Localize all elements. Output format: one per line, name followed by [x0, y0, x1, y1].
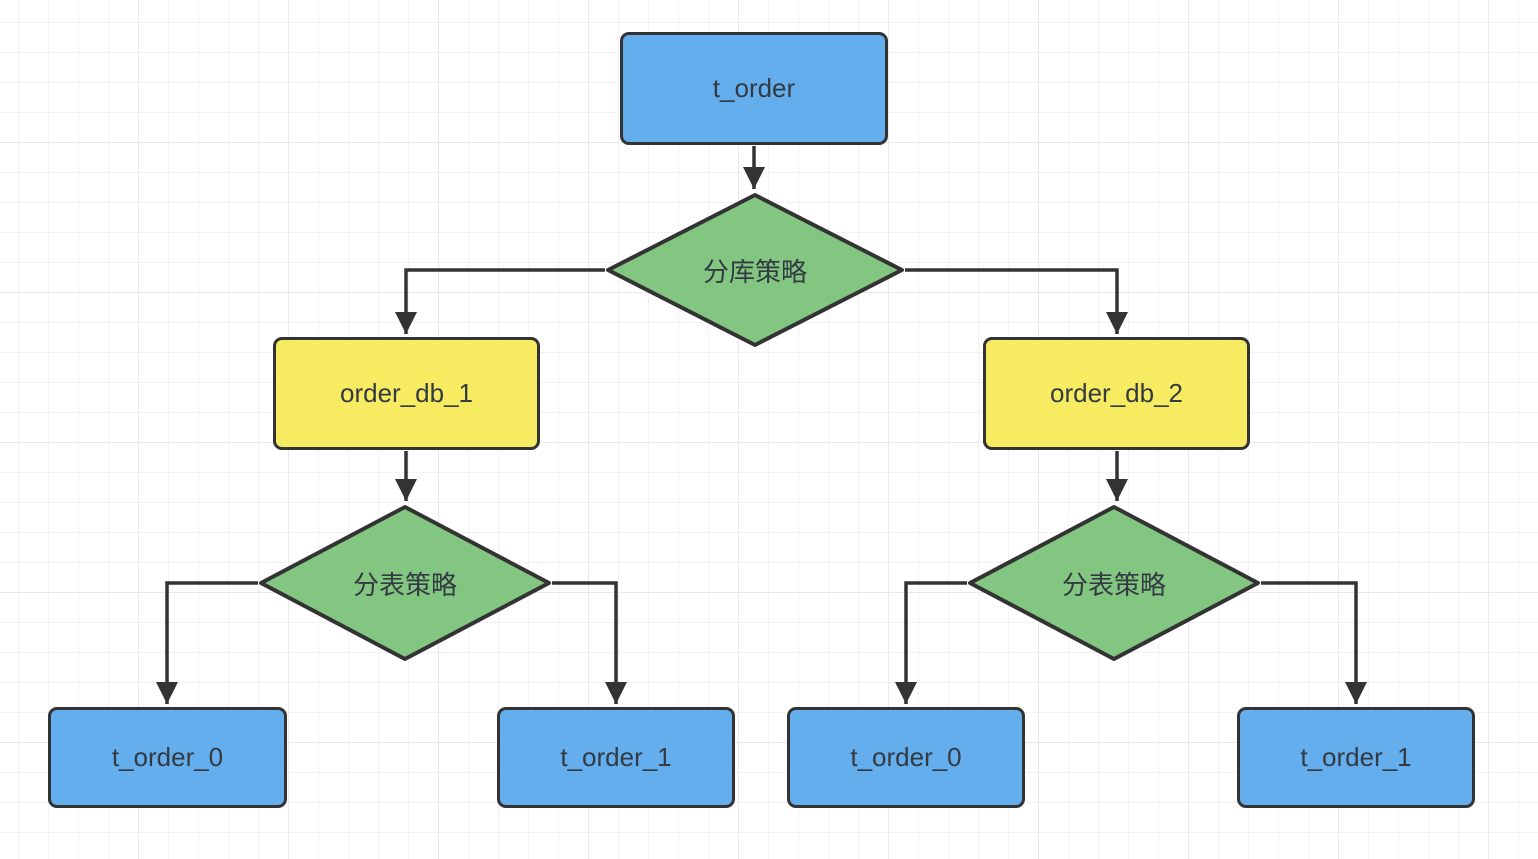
- node-db1-t-order-1[interactable]: t_order_1: [497, 707, 735, 808]
- connector-table-strategy-2-to-t-order-1: [1261, 581, 1367, 704]
- node-db2-t-order-0[interactable]: t_order_0: [787, 707, 1025, 808]
- connector-table-strategy-2-to-t-order-0: [895, 581, 967, 704]
- node-table-strategy-1-label: 分表策略: [352, 569, 457, 600]
- connector-db-strategy-to-order-db-2: [905, 268, 1128, 334]
- node-db2-t-order-1[interactable]: t_order_1: [1237, 707, 1475, 808]
- diamond-shape: [968, 505, 1260, 661]
- node-db1-t-order-0-label: t_order_0: [111, 742, 224, 772]
- diamond-shape: [259, 505, 551, 661]
- node-t-order[interactable]: t_order: [620, 32, 888, 145]
- node-db-sharding-strategy[interactable]: 分库策略: [605, 192, 905, 348]
- diamond-shape: [606, 193, 904, 347]
- connector-db-strategy-to-order-db-1: [395, 268, 605, 334]
- node-db2-t-order-1-label: t_order_1: [1300, 742, 1412, 772]
- node-table-strategy-2-label: 分表策略: [1061, 569, 1166, 600]
- node-db1-t-order-1-label: t_order_1: [560, 742, 672, 772]
- node-order-db-2-label: order_db_2: [1050, 378, 1183, 408]
- node-db2-t-order-0-label: t_order_0: [850, 742, 962, 772]
- node-order-db-1-label: order_db_1: [340, 378, 473, 408]
- node-table-sharding-strategy-2[interactable]: 分表策略: [967, 504, 1261, 662]
- node-db1-t-order-0[interactable]: t_order_0: [48, 707, 287, 808]
- node-t-order-label: t_order: [712, 73, 796, 103]
- node-order-db-1[interactable]: order_db_1: [273, 337, 540, 450]
- connector-table-strategy-1-to-t-order-0: [156, 581, 258, 704]
- node-db-strategy-label: 分库策略: [702, 256, 807, 287]
- node-table-sharding-strategy-1[interactable]: 分表策略: [258, 504, 552, 662]
- connector-table-strategy-1-to-t-order-1: [552, 581, 627, 704]
- node-order-db-2[interactable]: order_db_2: [983, 337, 1250, 450]
